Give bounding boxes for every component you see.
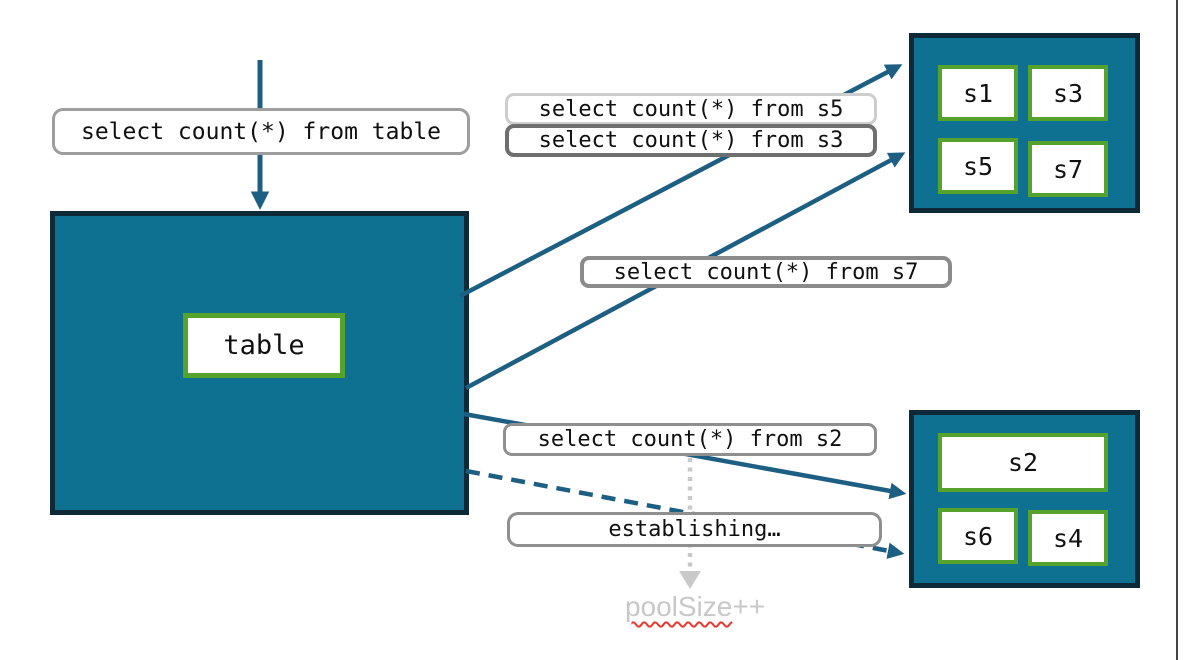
query-label-table: select count(*) from table: [52, 108, 470, 155]
poolsize-label: poolSize++: [600, 591, 790, 623]
shard-s4: s4: [1028, 510, 1108, 566]
query-label-s7: select count(*) from s7: [580, 256, 952, 288]
query-label-establishing: establishing…: [507, 512, 882, 547]
shard-s2: s2: [938, 433, 1108, 492]
query-label-s5: select count(*) from s5: [505, 93, 877, 125]
table-box: table: [50, 211, 469, 515]
shard-s3: s3: [1028, 65, 1108, 121]
poolsize-suffix: ++: [732, 591, 766, 622]
shard-s5: s5: [938, 138, 1018, 194]
shard-s6: s6: [938, 508, 1018, 564]
poolsize-arrowhead-icon: [679, 571, 701, 589]
table-label-box: table: [183, 313, 345, 378]
shard-s1: s1: [938, 65, 1018, 121]
even-shards-box: s2 s6 s4: [909, 410, 1140, 588]
shard-s7: s7: [1028, 141, 1108, 197]
odd-shards-box: s1 s3 s5 s7: [909, 33, 1140, 213]
table-label: table: [223, 330, 305, 361]
poolsize-word: poolSize: [624, 591, 733, 622]
query-label-s2: select count(*) from s2: [503, 423, 877, 456]
page-edge-line: [1176, 0, 1178, 660]
query-label-s3: select count(*) from s3: [505, 124, 877, 157]
